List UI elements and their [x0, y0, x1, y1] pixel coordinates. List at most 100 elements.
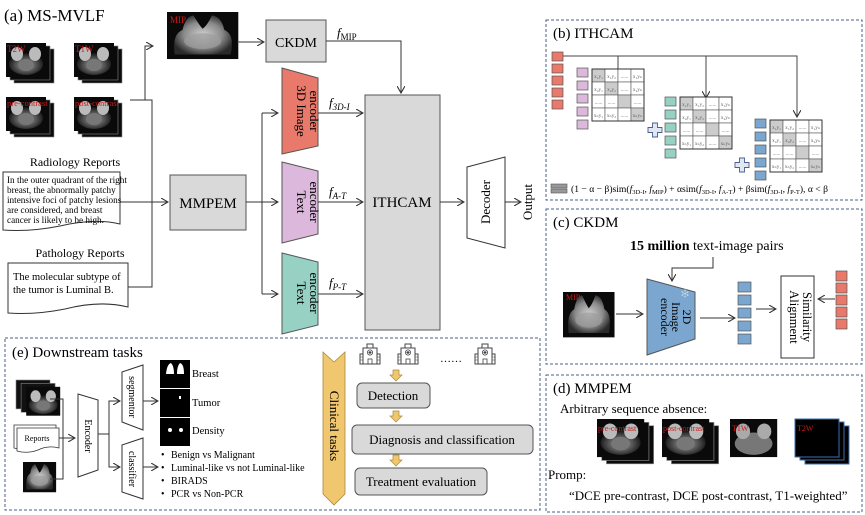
- downstream-mip-image: [23, 462, 57, 493]
- mri-t2w: T2W: [6, 43, 54, 83]
- hospital-icon: [359, 343, 381, 365]
- hospital-ellipsis: ……: [440, 353, 462, 365]
- panel-d-title: (d) MMPEM: [553, 381, 632, 397]
- pathology-line: the tumor is Luminal B.: [13, 285, 114, 296]
- feature-token-text-a: [576, 106, 589, 117]
- seg-output-breast: [160, 360, 190, 388]
- matrix-cell-text: xₙyₙ: [633, 113, 643, 119]
- input-connectors: [120, 46, 168, 288]
- matrix-cell-text: x₁y₁: [772, 125, 781, 131]
- task-treatment-evaluation: [354, 467, 488, 496]
- matrix-cell-text: x₂y₁: [682, 115, 691, 121]
- image-feature-token: [737, 333, 752, 345]
- 2d-image-encoder: [646, 278, 696, 356]
- panel-d-border: [545, 374, 863, 513]
- mri-label-pre-contrast: pre-contrast: [7, 98, 48, 108]
- panel-a-ms-mvlf: (a) MS-MVLF T2W T1W pre-contrast post-co…: [2, 6, 535, 335]
- feature-token-3d: [835, 306, 848, 318]
- matrix-cell-text: x₂y₁: [594, 87, 603, 93]
- panel-a-title: (a) MS-MVLF: [4, 6, 105, 25]
- feature-token-text-p: [664, 122, 677, 133]
- mri-label-t2w: T2W: [7, 44, 26, 54]
- feature-token-3d: [835, 318, 848, 330]
- ithcam-box: [364, 94, 441, 331]
- task-detection: [356, 382, 431, 409]
- classifier-outputs: • Benign vs Malignant • Luminal-like vs …: [161, 450, 305, 500]
- feature-token-image: [754, 118, 767, 129]
- 3d-encoder-label-2: encoder: [307, 90, 322, 132]
- matrix-cell: [705, 122, 720, 137]
- seg-label-tumor: Tumor: [192, 398, 221, 409]
- matrix-cell-text: ......: [709, 102, 717, 108]
- seg-label-breast: Breast: [192, 369, 219, 380]
- feature-token-text-p: [664, 96, 677, 107]
- down-arrow-icon: [389, 369, 403, 382]
- radiology-reports-title: Radiology Reports: [30, 155, 121, 169]
- feature-token-3d: [551, 87, 564, 98]
- matrix-cell-text: x₂yₙ: [721, 115, 730, 121]
- matrix-cell-text: ......: [683, 128, 691, 134]
- encoder-connectors: [246, 113, 278, 294]
- matrix-cell-text: ......: [799, 138, 807, 144]
- matrix-cell-text: xₙy₁: [594, 113, 603, 119]
- matrix-cell-text: x₁y₂: [607, 74, 616, 80]
- radiology-line: intensive foci of patchy lesions: [7, 195, 122, 205]
- clinical-tasks-label: Clinical tasks: [327, 391, 342, 461]
- matrix-cell-text: xₙy₂: [607, 113, 616, 119]
- clinical-tasks-banner: [322, 351, 346, 506]
- mmpem-label-post: post-contrast: [663, 424, 705, 433]
- cls-output: Benign vs Malignant: [171, 450, 255, 461]
- panel-c-ckdm: (c) CKDM 15 million text-image pairs MIP…: [545, 208, 863, 365]
- f-pt-label: fP-T: [329, 275, 347, 292]
- segmentor-label: segmentor: [126, 376, 137, 418]
- feature-token-text-a: [576, 119, 589, 130]
- downstream-encoder: [77, 393, 99, 478]
- pathology-line: The molecular subtype of: [13, 272, 121, 283]
- mmpem-label-pre: pre-contrast: [598, 424, 637, 433]
- matrix-cell-text: x₁y₁: [594, 74, 603, 80]
- radiology-line: In the outer quadrant of the right: [7, 175, 127, 185]
- matrix-cell-text: xₙy₂: [695, 141, 704, 147]
- image-feature-token: [737, 307, 752, 319]
- matrix-cell-text: ......: [722, 128, 730, 134]
- ckdm-label: CKDM: [275, 36, 318, 51]
- feature-token-image: [754, 144, 767, 155]
- 3d-image-encoder: [281, 67, 319, 155]
- feature-token-text-a: [576, 93, 589, 104]
- feature-token-text-a: [576, 67, 589, 78]
- panel-b-title: (b) ITHCAM: [553, 26, 633, 42]
- cls-bullet: •: [161, 476, 165, 487]
- radiology-report-text: In the outer quadrant of the right breas…: [7, 175, 127, 225]
- feature-token-image: [754, 131, 767, 142]
- panel-c-border: [545, 208, 863, 365]
- mri-t1w: T1W: [74, 43, 122, 83]
- cls-bullet: •: [161, 450, 165, 461]
- matrix-cell-text: x₂yₙ: [811, 138, 820, 144]
- prompt-text: “DCE pre-contrast, DCE post-contrast, T1…: [569, 488, 848, 503]
- f-at-label: fA-T: [329, 184, 347, 201]
- 2d-encoder-label-1: 2D: [680, 310, 694, 325]
- task-diagnosis-classification: [351, 424, 534, 455]
- seg-output-density: [160, 418, 190, 446]
- formula-text: (1 − α − β)sim(f3D-I, fMIP) + αsim(f3D-I…: [571, 184, 828, 196]
- seg-output-tumor: [160, 389, 190, 417]
- matrix-cell-text: x₁y₁: [682, 102, 691, 108]
- panel-e-border: [4, 337, 541, 511]
- ithcam-formula: (1 − α − β)sim(f3D-I, fMIP) + αsim(f3D-I…: [550, 183, 828, 196]
- mip-label: MIP: [170, 15, 186, 25]
- panel-d-mmpem: (d) MMPEM Arbitrary sequence absence: pr…: [545, 374, 863, 513]
- matrix-cell-text: x₁yₙ: [811, 125, 820, 131]
- feature-token-3d: [551, 51, 564, 62]
- feature-token-3d: [551, 63, 564, 74]
- matrix-cell-text: ......: [799, 125, 807, 131]
- downstream-connectors: [50, 399, 158, 480]
- text-encoder-p-label-2: encoder: [307, 272, 322, 314]
- feature-token-text-a: [576, 80, 589, 91]
- matrix-cell-text: x₁yₙ: [633, 74, 642, 80]
- f-mip-label: fMIP: [337, 25, 357, 42]
- seg-label-density: Density: [192, 426, 225, 437]
- feature-token-text-p: [664, 148, 677, 159]
- radiology-line: cancer is likely to be high.: [7, 215, 104, 225]
- text-encoder-radiology: [281, 161, 319, 244]
